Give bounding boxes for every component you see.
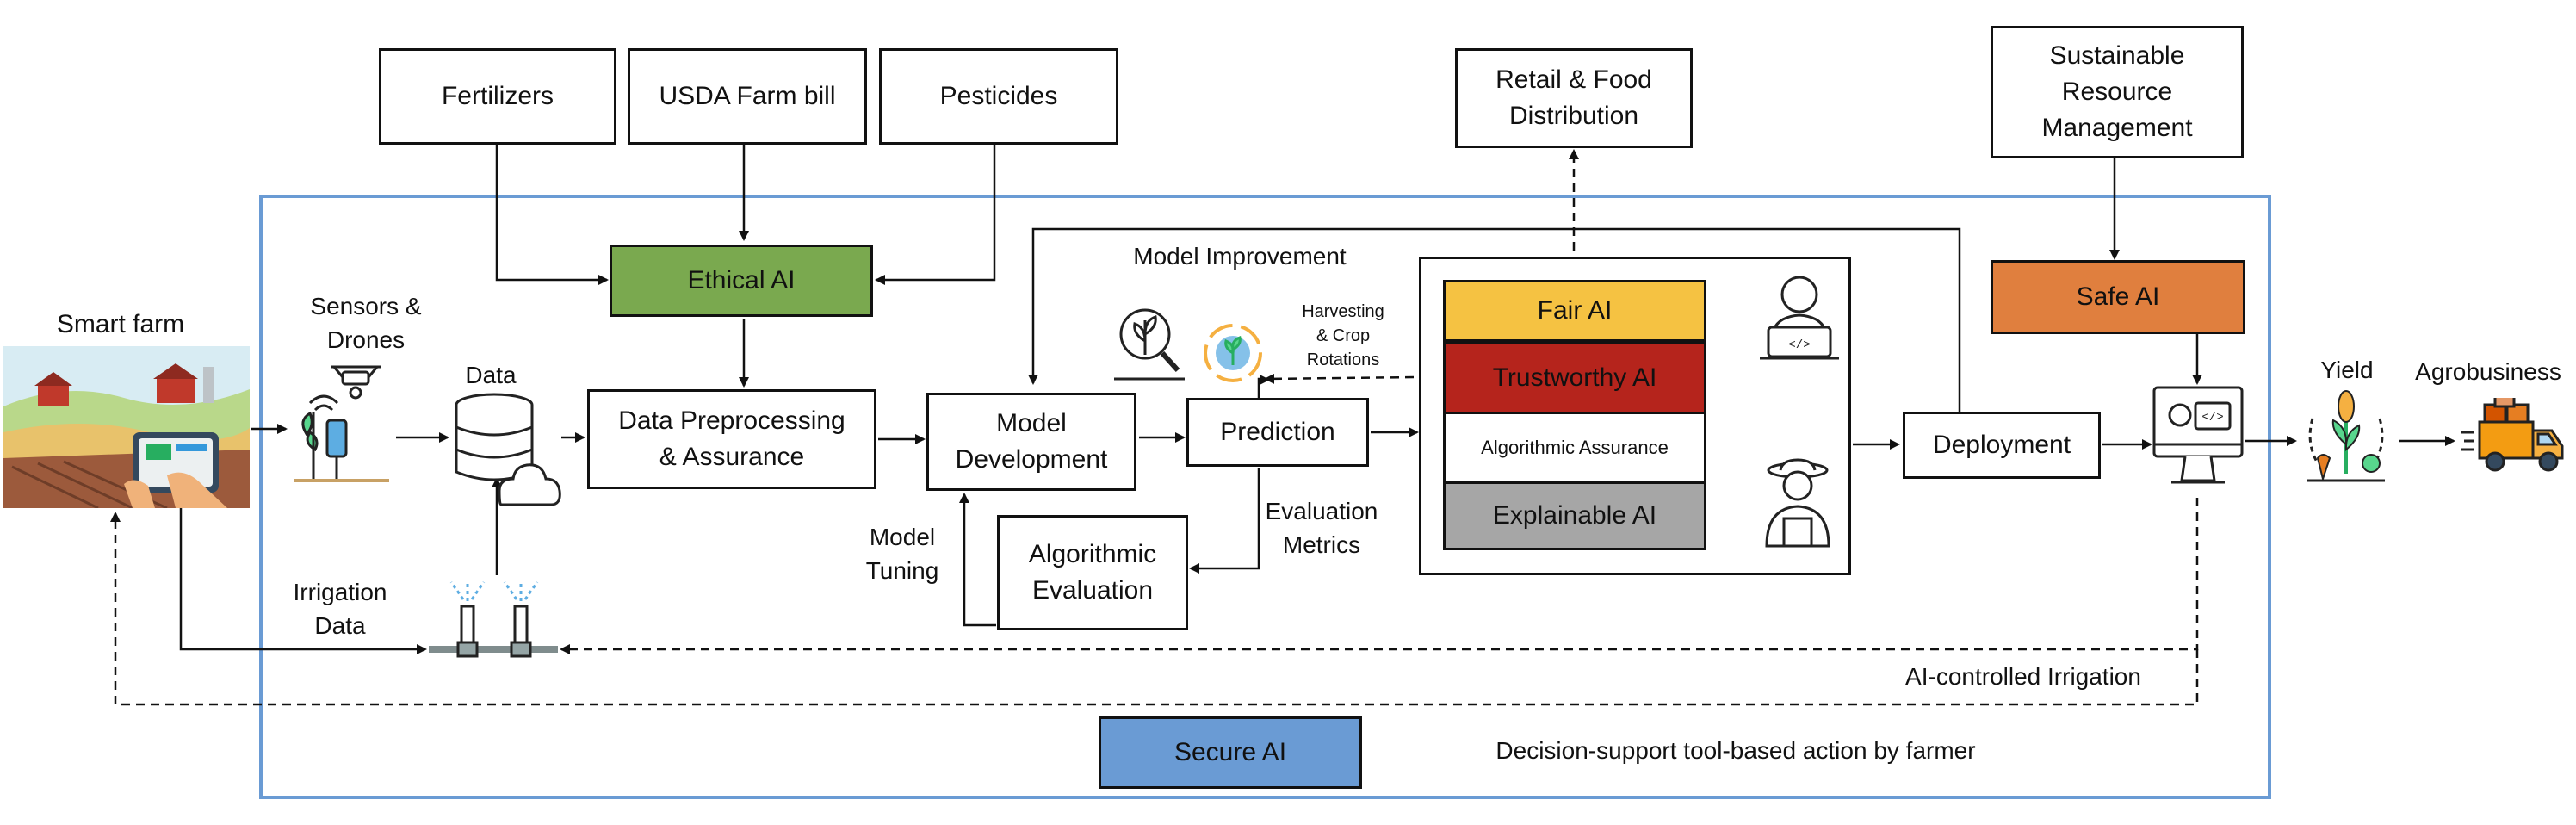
system-frame xyxy=(259,195,2271,799)
deployment-box: Deployment xyxy=(1903,412,2101,479)
data-label: Data xyxy=(465,362,517,388)
monitor-code-icon: </> xyxy=(2152,386,2244,484)
harvesting-label: Harvesting & Crop Rotations xyxy=(1302,302,1384,369)
arrow-deployment-model-improvement xyxy=(1028,227,1961,412)
developer-icon: </> xyxy=(1760,276,1839,360)
irrigation-data-label: Irrigation Data xyxy=(293,579,387,640)
fertilizers-box: Fertilizers xyxy=(379,48,616,145)
ethical-ai-box: Ethical AI xyxy=(610,245,873,317)
sensors-drones-label: Sensors & Drones xyxy=(310,293,422,354)
smart-farm-label: Smart farm xyxy=(56,310,185,338)
model-tuning-label: Model Tuning xyxy=(865,524,939,585)
sensor-drone-icon xyxy=(294,365,389,482)
algorithmic-evaluation-box: Algorithmic Evaluation xyxy=(997,515,1188,630)
arrow-harvest-dashed xyxy=(1264,373,1415,384)
fair-ai-box: Fair AI xyxy=(1443,280,1706,342)
farmer-icon xyxy=(1765,458,1830,548)
algorithmic-assurance-box: Algorithmic Assurance xyxy=(1443,412,1706,484)
arrow-pesticides-ethical xyxy=(875,143,996,285)
model-improvement-label: Model Improvement xyxy=(1133,243,1347,270)
agrobusiness-label: Agrobusiness xyxy=(2415,358,2561,385)
svg-text:</>: </> xyxy=(1788,338,1810,352)
arrow-monitor-farm-dashed xyxy=(110,512,2199,706)
svg-text:</>: </> xyxy=(2201,411,2223,425)
model-development-box: Model Development xyxy=(926,393,1136,491)
plant-magnifier-icon xyxy=(1114,308,1185,381)
safe-ai-box: Safe AI xyxy=(1991,260,2245,334)
crop-rotation-icon xyxy=(1204,324,1262,382)
smart-farm-illustration xyxy=(3,346,250,508)
arrow-prediction-eval xyxy=(1189,468,1260,574)
arrow-eval-model xyxy=(959,493,996,627)
ai-irrigation-label: AI-controlled Irrigation xyxy=(1905,663,2141,690)
pesticides-box: Pesticides xyxy=(879,48,1118,145)
sustainable-resource-box: Sustainable Resource Management xyxy=(1991,26,2244,158)
delivery-truck-icon xyxy=(2461,398,2564,472)
data-preprocessing-box: Data Preprocessing & Assurance xyxy=(587,389,876,489)
arrow-fertilizers-ethical xyxy=(495,143,609,285)
sprinkler-icon xyxy=(429,580,558,658)
prediction-box: Prediction xyxy=(1186,398,1369,467)
farm-bill-box: USDA Farm bill xyxy=(628,48,867,145)
yield-plant-icon xyxy=(2307,390,2385,482)
trustworthy-ai-box: Trustworthy AI xyxy=(1443,342,1706,414)
arrow-farm-irrigation xyxy=(179,506,427,654)
explainable-ai-box: Explainable AI xyxy=(1443,481,1706,550)
retail-distribution-box: Retail & Food Distribution xyxy=(1455,48,1693,148)
evaluation-metrics-label: Evaluation Metrics xyxy=(1265,498,1378,559)
secure-ai-box: Secure AI xyxy=(1099,716,1362,789)
yield-label: Yield xyxy=(2320,357,2374,383)
decision-support-label: Decision-support tool-based action by fa… xyxy=(1495,737,1976,764)
database-cloud-icon xyxy=(455,393,561,506)
